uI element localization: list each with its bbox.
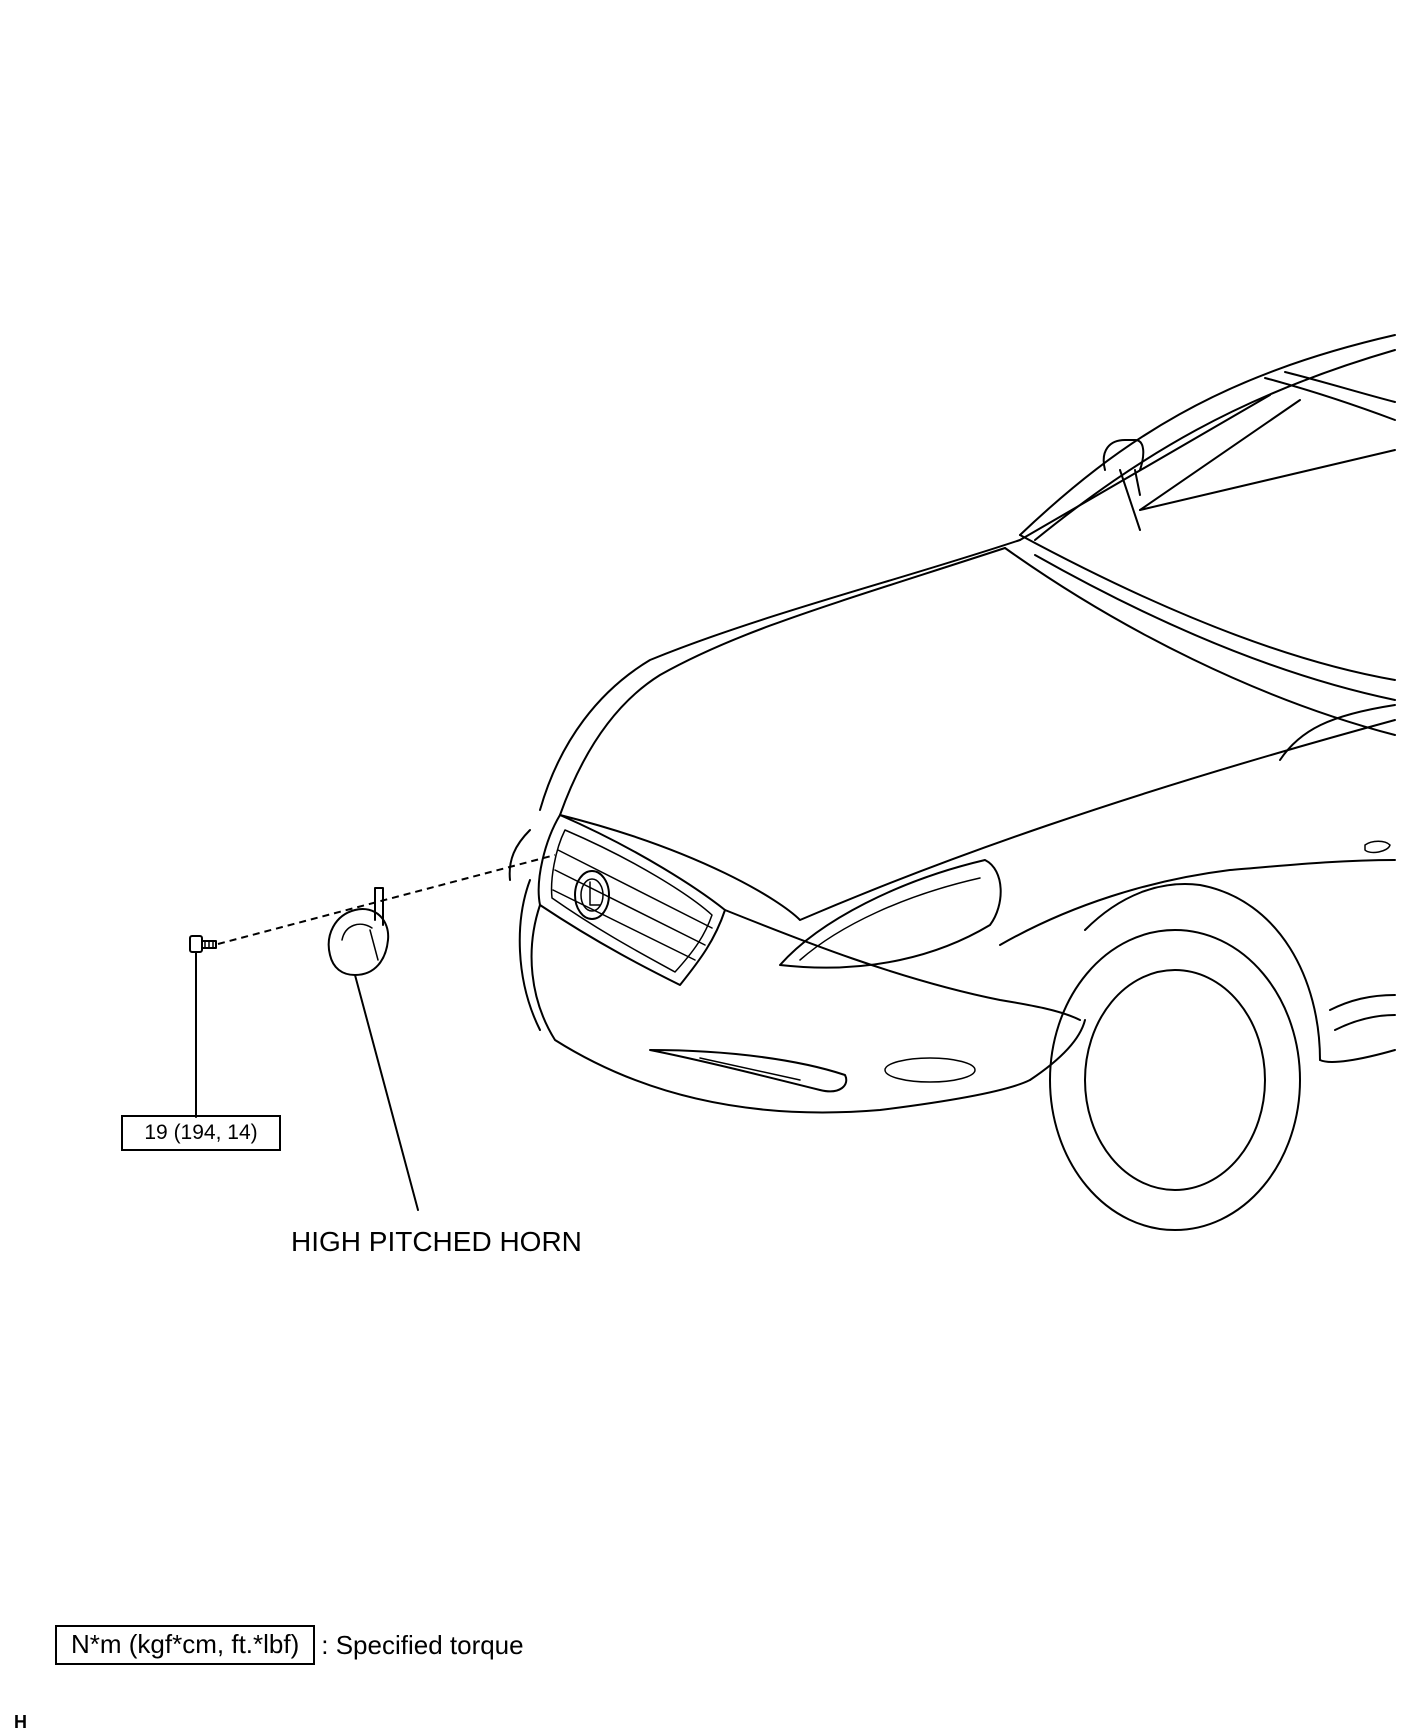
front-grille xyxy=(537,814,726,986)
legend-description: : Specified torque xyxy=(321,1629,524,1660)
diagram-code: H xyxy=(14,1712,27,1732)
horn-part-label: HIGH PITCHED HORN xyxy=(291,1226,582,1257)
torque-legend: N*m (kgf*cm, ft.*lbf) : Specified torque xyxy=(55,1625,524,1665)
front-wheel xyxy=(1049,929,1301,1231)
bolt-icon xyxy=(189,935,217,953)
install-direction-line xyxy=(217,854,556,945)
horn-leader-line xyxy=(354,974,419,1211)
legend-unit-box: N*m (kgf*cm, ft.*lbf) xyxy=(55,1625,316,1665)
bolt-torque-callout: 19 (194, 14) xyxy=(121,1115,281,1151)
headlamp xyxy=(779,859,1002,969)
horn-icon xyxy=(327,887,390,976)
car-hood xyxy=(539,539,1396,921)
front-bumper xyxy=(508,829,1086,1114)
front-fender xyxy=(999,840,1396,1063)
car-roof-and-windshield xyxy=(1019,334,1396,701)
side-mirror xyxy=(1102,439,1145,531)
